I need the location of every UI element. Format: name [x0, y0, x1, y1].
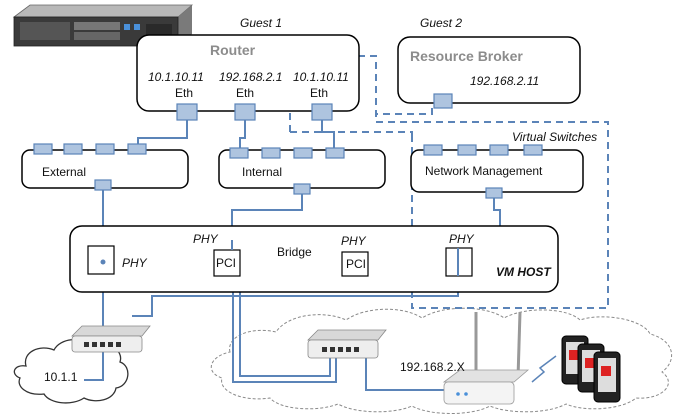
lan-switch-icon: [307, 329, 387, 359]
resource-broker-vm: [397, 36, 581, 104]
router-port-2-ip: 192.168.2.1: [219, 70, 282, 84]
internet-cloud: [13, 339, 129, 404]
router-port-1: [176, 103, 198, 121]
router-port-3-ip: 10.1.10.11: [293, 70, 349, 84]
virtual-switches-caption: Virtual Switches: [512, 130, 597, 144]
link-router-internal-2: [321, 120, 335, 152]
router-port-3: [311, 103, 333, 121]
router-port-1-name: Eth: [175, 86, 193, 100]
rack-server-icon: [12, 4, 194, 47]
port-link-overlay: [231, 240, 459, 276]
router-port-2-name: Eth: [236, 86, 254, 100]
broker-ip: 192.168.2.11: [470, 74, 539, 88]
phy-label-right: PHY: [449, 232, 475, 246]
link-router-internal: [239, 120, 246, 152]
external-switch-label: External: [42, 165, 86, 179]
router-title: Router: [210, 42, 256, 58]
guest2-label: Guest 2: [420, 16, 462, 30]
link-lan-ap: [365, 358, 448, 391]
link-phy-internet: [84, 272, 104, 381]
pci-label-2: PCI: [346, 257, 366, 271]
pci-label-1: PCI: [216, 256, 236, 270]
wireless-signal-icon: [531, 355, 557, 383]
vm-host-title: VM HOST: [496, 265, 552, 279]
pci-port-2: [341, 251, 369, 277]
link-pci-lan-a: [232, 282, 337, 383]
wifi-subnet-label: 192.168.2.X: [400, 360, 465, 374]
phy-pci-label: PHY: [193, 232, 219, 246]
wifi-access-point-icon: [442, 311, 530, 405]
phy-label-1: PHY: [122, 256, 148, 270]
internet-cloud-label: 10.1.1: [44, 370, 78, 384]
bridge-label: Bridge: [277, 245, 312, 259]
pci-port-1: [213, 249, 241, 277]
smartphones-icon: [561, 335, 621, 403]
router-port-3-name: Eth: [310, 86, 328, 100]
phy-pci2-label: PHY: [341, 234, 367, 248]
ports: [33, 93, 543, 199]
router-port-2: [234, 103, 256, 121]
broker-title: Resource Broker: [410, 48, 523, 64]
internet-router-icon: [71, 325, 151, 353]
broker-port: [433, 93, 453, 109]
guest1-label: Guest 1: [240, 16, 282, 30]
management-switch-label: Network Management: [425, 164, 543, 178]
router-port-1-ip: 10.1.10.11: [148, 70, 204, 84]
vm-host: [69, 225, 559, 293]
link-pci-lan-b: [239, 282, 331, 377]
phy-port-1: [87, 245, 115, 275]
internal-switch-label: Internal: [242, 165, 282, 179]
